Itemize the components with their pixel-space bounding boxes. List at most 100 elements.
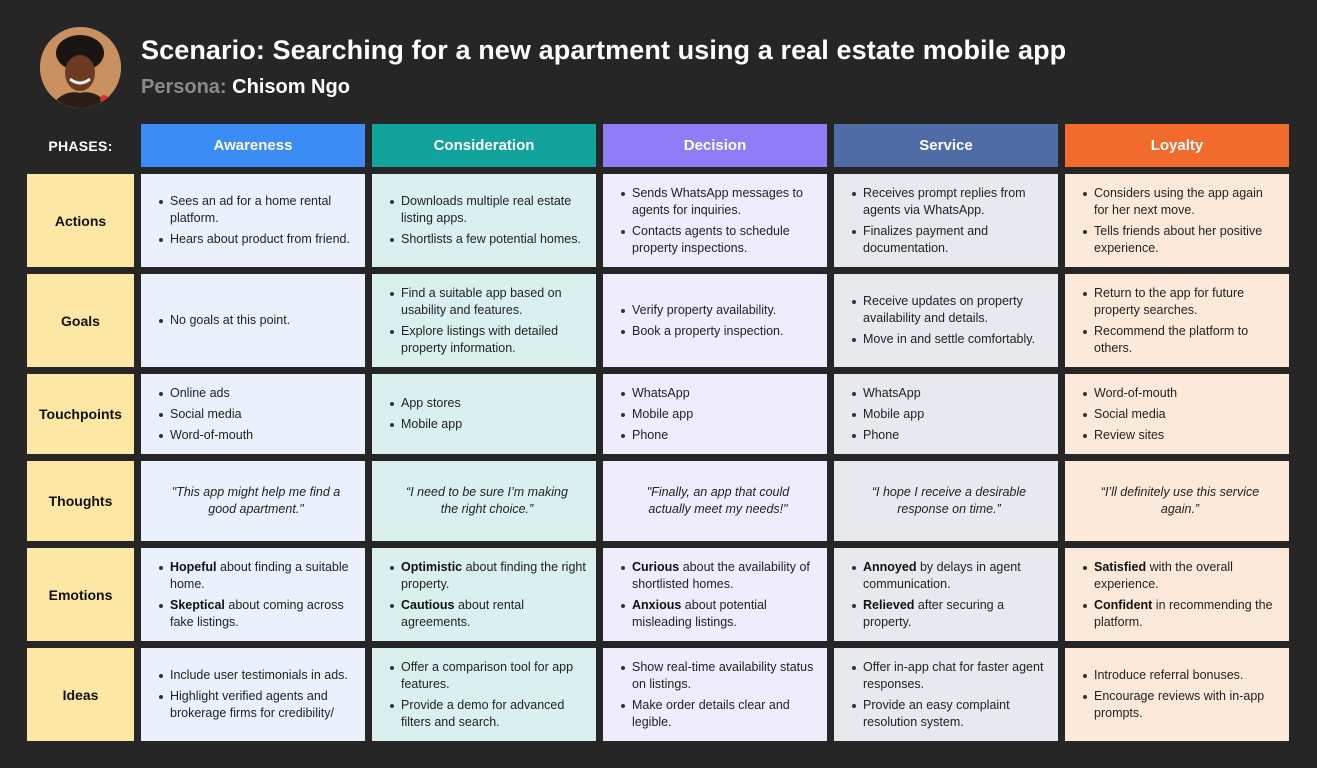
thought-quote: “I need to be sure I’m making the right … (406, 485, 568, 516)
bullet-list: Curious about the availability of shortl… (619, 557, 817, 633)
phase-service: Service (834, 124, 1058, 167)
emotion-keyword: Annoyed (863, 559, 917, 574)
bullet-list: Sends WhatsApp messages to agents for in… (619, 183, 817, 259)
header: Scenario: Searching for a new apartment … (40, 27, 1290, 109)
bullet-list: Receive updates on property availability… (850, 291, 1048, 350)
list-item: Offer a comparison tool for app features… (388, 659, 586, 693)
list-item: Return to the app for future property se… (1081, 285, 1279, 319)
bullet-list: Show real-time availability status on li… (619, 657, 817, 733)
list-item: Provide a demo for advanced filters and … (388, 697, 586, 731)
list-item: Book a property inspection. (619, 323, 817, 340)
list-item: Word-of-mouth (157, 427, 355, 444)
thought-quote: "This app might help me find a good apar… (171, 485, 341, 516)
list-item: Skeptical about coming across fake listi… (157, 597, 355, 631)
emotion-keyword: Confident (1094, 597, 1153, 612)
list-item: Mobile app (619, 406, 817, 423)
list-item: Satisfied with the overall experience. (1081, 559, 1279, 593)
persona-label: Persona: (141, 76, 227, 98)
phase-awareness: Awareness (141, 124, 365, 167)
row-label-emotions: Emotions (27, 548, 134, 641)
row-label-thoughts: Thoughts (27, 461, 134, 541)
bullet-list: Verify property availability. Book a prop… (619, 300, 817, 342)
emotion-keyword: Optimistic (401, 559, 463, 574)
cell-actions-awareness: Sees an ad for a home rental platform.He… (141, 174, 365, 267)
cell-goals-service: Receive updates on property availability… (834, 274, 1058, 367)
cell-ideas-loyalty: Introduce referral bonuses.Encourage rev… (1065, 648, 1289, 741)
list-item: Hears about product from friend. (157, 231, 355, 248)
list-item: Sends WhatsApp messages to agents for in… (619, 185, 817, 219)
row-label-touchpoints: Touchpoints (27, 374, 134, 454)
persona-line: Persona: Chisom Ngo (141, 76, 350, 99)
bullet-list: Considers using the app again for her ne… (1081, 183, 1279, 259)
list-item: Confident in recommending the platform. (1081, 597, 1279, 631)
list-item: WhatsApp (619, 385, 817, 402)
phase-loyalty: Loyalty (1065, 124, 1289, 167)
phase-decision: Decision (603, 124, 827, 167)
list-item: Receive updates on property availability… (850, 293, 1048, 327)
emotion-keyword: Satisfied (1094, 559, 1147, 574)
list-item: App stores (388, 395, 586, 412)
list-item: Curious about the availability of shortl… (619, 559, 817, 593)
list-item: Review sites (1081, 427, 1279, 444)
bullet-list: Downloads multiple real estate listing a… (388, 191, 586, 250)
list-item: Social media (1081, 406, 1279, 423)
list-item: Anxious about potential misleading listi… (619, 597, 817, 631)
emotion-keyword: Curious (632, 559, 680, 574)
thought-quote: “I hope I receive a desirable response o… (871, 485, 1027, 516)
cell-thoughts-service: “I hope I receive a desirable response o… (834, 461, 1058, 541)
list-item: Shortlists a few potential homes. (388, 231, 586, 248)
cell-thoughts-decision: "Finally, an app that could actually mee… (603, 461, 827, 541)
list-item: Phone (850, 427, 1048, 444)
cell-thoughts-consideration: “I need to be sure I’m making the right … (372, 461, 596, 541)
list-item: Downloads multiple real estate listing a… (388, 193, 586, 227)
list-item: Show real-time availability status on li… (619, 659, 817, 693)
list-item: Considers using the app again for her ne… (1081, 185, 1279, 219)
list-item: No goals at this point. (157, 312, 355, 329)
list-item: WhatsApp (850, 385, 1048, 402)
cell-emotions-service: Annoyed by delays in agent communication… (834, 548, 1058, 641)
list-item: Highlight verified agents and brokerage … (157, 688, 355, 722)
phases-label: PHASES: (48, 137, 113, 154)
list-item: Explore listings with detailed property … (388, 323, 586, 357)
list-item: Online ads (157, 385, 355, 402)
emotion-keyword: Anxious (632, 597, 682, 612)
list-item: Optimistic about finding the right prope… (388, 559, 586, 593)
thought-quote: “I’ll definitely use this service again.… (1100, 485, 1260, 516)
cell-ideas-service: Offer in-app chat for faster agent respo… (834, 648, 1058, 741)
list-item: Find a suitable app based on usability a… (388, 285, 586, 319)
phase-consideration: Consideration (372, 124, 596, 167)
cell-thoughts-loyalty: “I’ll definitely use this service again.… (1065, 461, 1289, 541)
cell-ideas-decision: Show real-time availability status on li… (603, 648, 827, 741)
cell-ideas-awareness: Include user testimonials in ads.Highlig… (141, 648, 365, 741)
bullet-list: Offer a comparison tool for app features… (388, 657, 586, 733)
cell-actions-loyalty: Considers using the app again for her ne… (1065, 174, 1289, 267)
emotion-keyword: Relieved (863, 597, 915, 612)
list-item: Recommend the platform to others. (1081, 323, 1279, 357)
emotion-keyword: Skeptical (170, 597, 225, 612)
emotion-keyword: Cautious (401, 597, 455, 612)
cell-actions-service: Receives prompt replies from agents via … (834, 174, 1058, 267)
cell-goals-consideration: Find a suitable app based on usability a… (372, 274, 596, 367)
cell-goals-decision: Verify property availability. Book a prop… (603, 274, 827, 367)
row-label-ideas: Ideas (27, 648, 134, 741)
list-item: Verify property availability. (619, 302, 817, 319)
persona-avatar (40, 27, 121, 108)
list-item: Mobile app (850, 406, 1048, 423)
list-item: Move in and settle comfortably. (850, 331, 1048, 348)
list-item: Introduce referral bonuses. (1081, 667, 1279, 684)
bullet-list: Receives prompt replies from agents via … (850, 183, 1048, 259)
cell-goals-loyalty: Return to the app for future property se… (1065, 274, 1289, 367)
row-label-actions: Actions (27, 174, 134, 267)
list-item: Cautious about rental agreements. (388, 597, 586, 631)
cell-thoughts-awareness: "This app might help me find a good apar… (141, 461, 365, 541)
scenario-title: Scenario: Searching for a new apartment … (141, 35, 1067, 65)
list-item: Contacts agents to schedule property ins… (619, 223, 817, 257)
